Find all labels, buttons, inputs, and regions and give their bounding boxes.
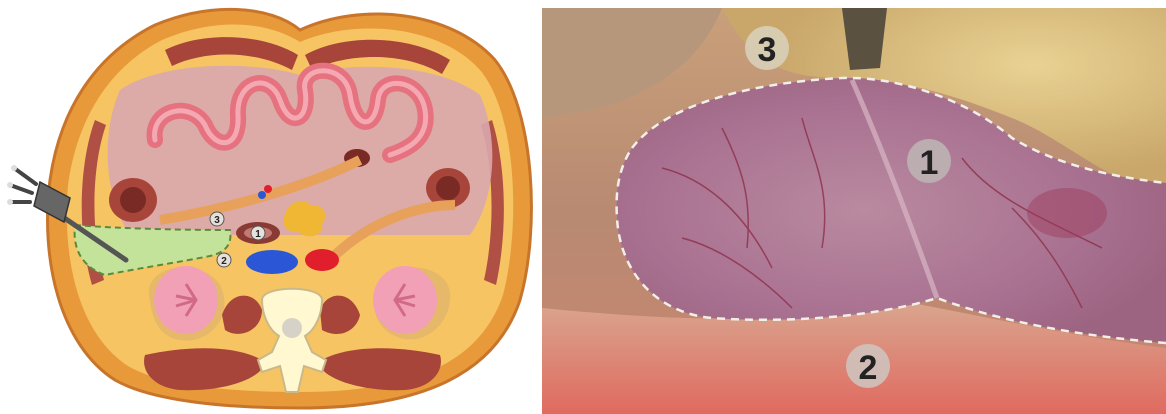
mesenteric-artery xyxy=(264,185,272,193)
ascending-colon-lumen xyxy=(120,187,146,213)
badge-1: 1 xyxy=(251,226,265,240)
badge-1-text: 1 xyxy=(255,229,261,240)
inferior-vena-cava xyxy=(246,250,298,274)
spinal-canal xyxy=(282,318,302,338)
photo-badge-2-text: 2 xyxy=(859,349,878,387)
photo-badge-1-text: 1 xyxy=(920,144,939,182)
badge-2: 2 xyxy=(217,253,231,267)
aorta xyxy=(305,249,339,271)
badge-3: 3 xyxy=(210,212,224,226)
mesenteric-vein xyxy=(258,191,266,199)
badge-2-text: 2 xyxy=(221,256,227,267)
hemorrhagic-spot xyxy=(1027,188,1107,238)
photo-badge-3-text: 3 xyxy=(758,31,777,69)
surgical-photo: 1 2 3 xyxy=(542,8,1166,414)
photo-badge-1: 1 xyxy=(907,139,951,183)
photo-badge-3: 3 xyxy=(745,26,789,70)
descending-colon-lumen xyxy=(436,176,460,200)
photo-badge-2: 2 xyxy=(846,344,890,388)
surgical-photo-svg: 1 2 3 xyxy=(542,8,1166,414)
badge-3-text: 3 xyxy=(214,215,220,226)
right-kidney xyxy=(154,266,218,334)
cross-section-svg: 1 2 3 xyxy=(0,0,540,414)
cross-section-diagram: 1 2 3 xyxy=(0,0,540,414)
left-kidney xyxy=(373,266,437,334)
